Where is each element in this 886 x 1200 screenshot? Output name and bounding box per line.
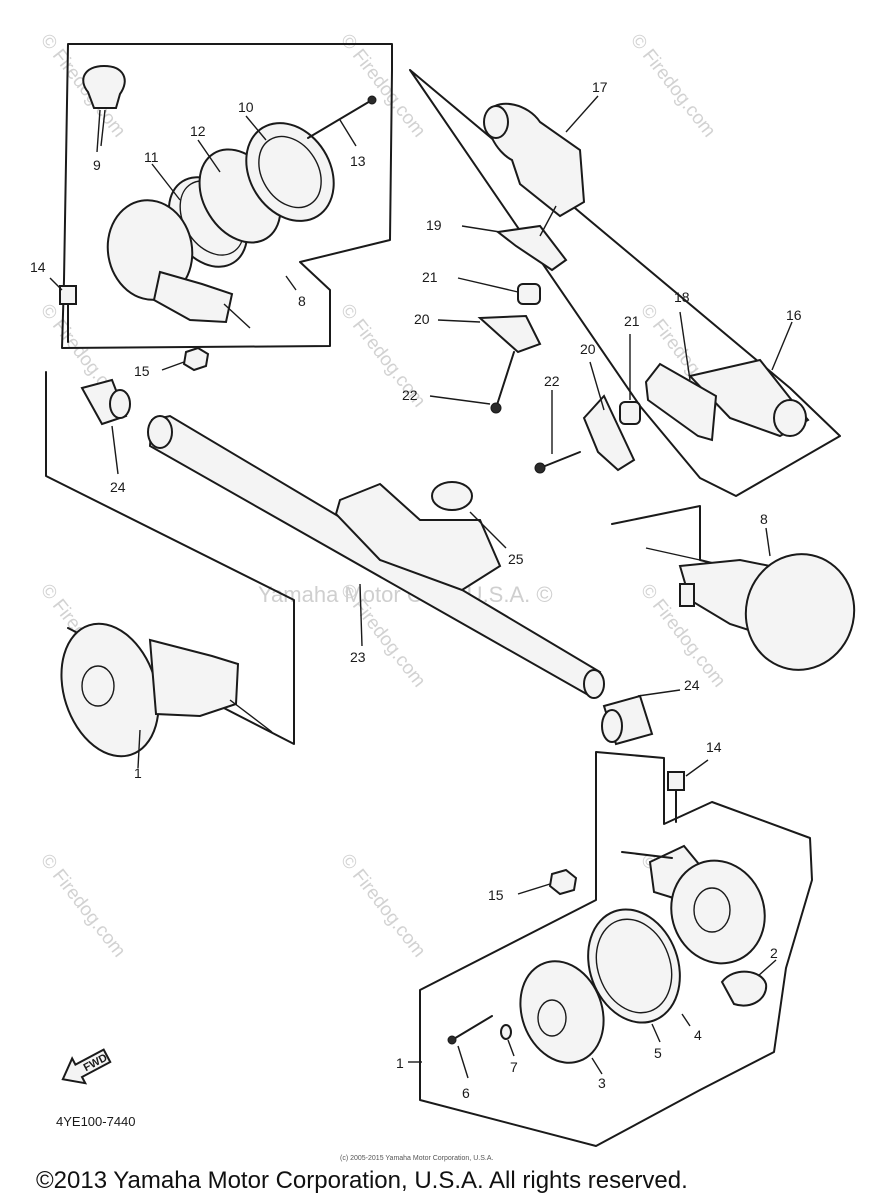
- callout-14-upper: 14: [30, 259, 46, 275]
- callout-13: 13: [350, 153, 366, 169]
- fwd-arrow-icon: [61, 1048, 112, 1085]
- rear-left-lamp-group: [61, 43, 393, 349]
- left-lamp-body: [148, 638, 240, 718]
- callout-7: 7: [510, 1059, 518, 1075]
- bolt-head-14: [59, 285, 77, 305]
- bushing-24-left-end: [109, 389, 131, 419]
- plate-part-18: [644, 362, 718, 442]
- callout-11: 11: [144, 149, 159, 165]
- callout-24-right: 24: [684, 677, 700, 693]
- firedog-watermark: © Firedog.com: [336, 850, 429, 961]
- left-lamp-1: [60, 622, 273, 769]
- bulb-part-2: [720, 970, 768, 1007]
- stay-bar-group: [45, 371, 681, 746]
- screw-part-13: [307, 99, 373, 139]
- callout-17: 17: [592, 79, 608, 95]
- housing-16-mouth: [773, 399, 807, 437]
- callout-23: 23: [350, 649, 366, 665]
- firedog-watermark: © Firedog.com: [336, 30, 429, 141]
- callout-20-upper: 20: [414, 311, 430, 327]
- lens-part-10: [245, 122, 335, 222]
- stay-bar-right-end: [583, 669, 605, 699]
- callout-22-lower: 22: [544, 373, 560, 389]
- bushing-24-right-end: [601, 709, 623, 743]
- copyright-notice: ©2013 Yamaha Motor Corporation, U.S.A. A…: [36, 1167, 688, 1194]
- callout-9: 9: [93, 157, 101, 173]
- callout-6: 6: [462, 1085, 470, 1101]
- callouts: 9 11 12 10 13 14 8 15 17 19 21 20 22 18 …: [30, 79, 802, 1101]
- screw-part-6: [451, 1015, 493, 1041]
- right-lamp-8: [611, 505, 856, 671]
- bracket-part-25: [334, 482, 502, 592]
- bulb-part-9: [82, 64, 126, 109]
- bracket-parts-group: [409, 69, 841, 497]
- callout-12: 12: [190, 123, 206, 139]
- callout-21-upper: 21: [422, 269, 438, 285]
- right-lamp-lens: [744, 553, 856, 671]
- lens-part-3: [519, 960, 605, 1064]
- callout-10: 10: [238, 99, 254, 115]
- forward-arrow: FWD: [61, 1048, 112, 1085]
- bolt-head-14-lower: [667, 771, 685, 791]
- front-lamp-housing: [670, 859, 766, 965]
- nut-part-15: [182, 346, 210, 372]
- callout-1-right: 1: [396, 1055, 404, 1071]
- right-lamp-mount: [679, 583, 695, 607]
- callout-15-upper: 15: [134, 363, 150, 379]
- callout-14-lower: 14: [706, 739, 722, 755]
- bolt-and-nut-upper: [49, 277, 210, 372]
- front-right-lamp-group: [408, 751, 813, 1147]
- nut-part-15-lower: [548, 868, 578, 896]
- gasket-part-4: [587, 908, 681, 1024]
- fine-print: (c) 2005-2015 Yamaha Motor Corporation, …: [340, 1155, 493, 1162]
- callout-8-lower: 8: [760, 511, 768, 527]
- part-code: 4YE100-7440: [56, 1114, 136, 1129]
- lamp-stalk: [152, 270, 234, 324]
- group-outline: [61, 43, 393, 349]
- front-group-outline: [419, 751, 813, 1147]
- callout-21-lower: 21: [624, 313, 640, 329]
- callout-22-upper: 22: [402, 387, 418, 403]
- callout-25: 25: [508, 551, 524, 567]
- housing-17-mouth: [483, 105, 509, 139]
- firedog-watermark: © Firedog.com: [626, 30, 719, 141]
- callout-15-lower: 15: [488, 887, 504, 903]
- callout-5: 5: [654, 1045, 662, 1061]
- callout-19: 19: [426, 217, 442, 233]
- spacer-part-21: [517, 283, 541, 305]
- stay-bar-left-end: [147, 415, 173, 449]
- callout-4: 4: [694, 1027, 702, 1043]
- screw-part-22-right: [539, 451, 581, 469]
- bracket-25-clamp: [431, 481, 473, 511]
- callout-8-upper: 8: [298, 293, 306, 309]
- plate-part-19: [495, 224, 568, 272]
- callout-20-lower: 20: [580, 341, 596, 357]
- washer-part-7: [500, 1024, 512, 1040]
- callout-1-left: 1: [134, 765, 142, 781]
- spacer-part-21-right: [619, 401, 641, 425]
- callout-2: 2: [770, 945, 778, 961]
- callout-16: 16: [786, 307, 802, 323]
- bracket-part-20: [477, 314, 542, 354]
- firedog-watermark: © Firedog.com: [36, 850, 129, 961]
- callout-24-left: 24: [110, 479, 126, 495]
- screw-part-22: [495, 351, 515, 409]
- callout-3: 3: [598, 1075, 606, 1091]
- callout-18: 18: [674, 289, 690, 305]
